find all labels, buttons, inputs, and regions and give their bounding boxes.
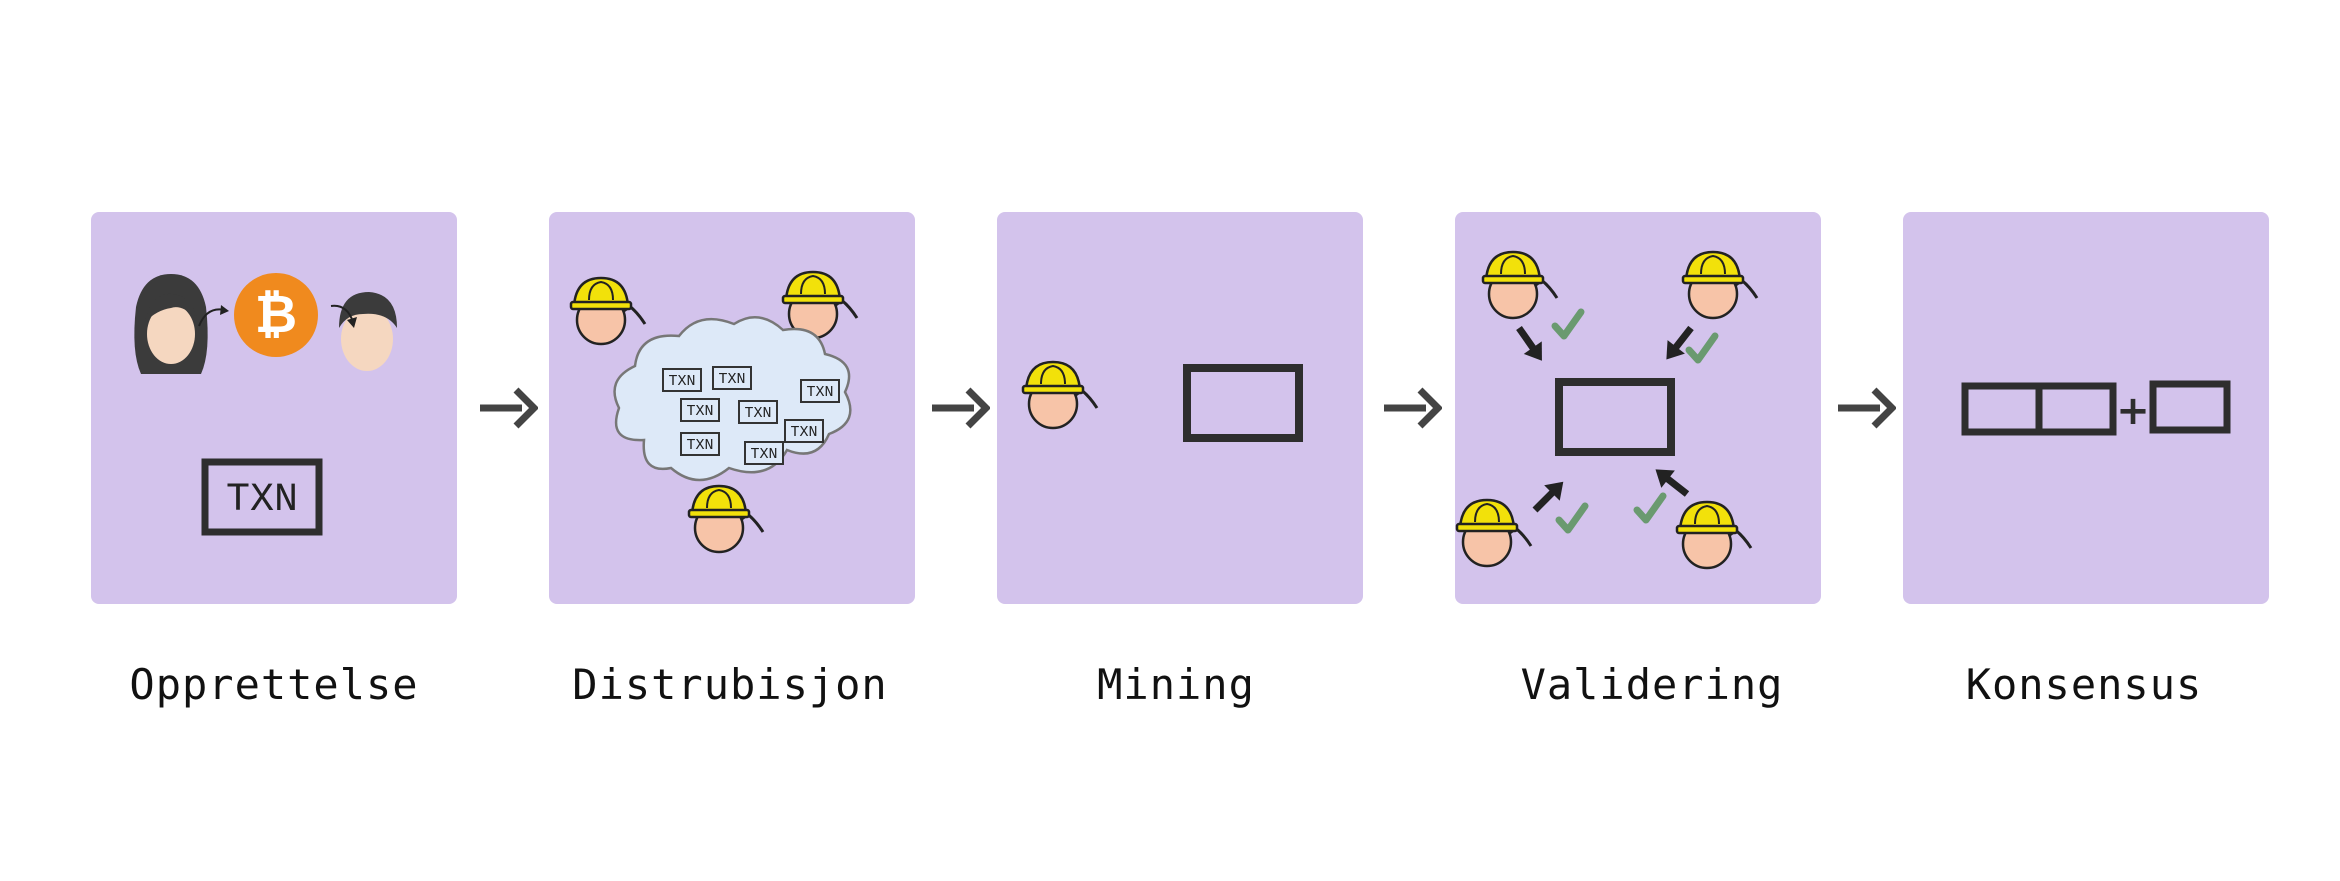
svg-text:TXN: TXN [750, 446, 777, 463]
flow-arrow [1836, 382, 1897, 434]
pointer-arrow [1527, 474, 1571, 518]
transaction-box-icon: TXN [201, 458, 323, 536]
miner-icon [1483, 252, 1557, 318]
block-icon [2149, 380, 2231, 434]
miner-icon [1457, 500, 1531, 566]
flow-arrow [478, 382, 539, 434]
svg-text:TXN: TXN [744, 405, 771, 422]
svg-text:TXN: TXN [806, 384, 833, 401]
checkmark-icon [1689, 336, 1715, 360]
step-label-mining: Mining [1097, 660, 1255, 709]
svg-text:TXN: TXN [790, 424, 817, 441]
step-panel-mining [997, 212, 1363, 604]
step-label-distrubisjon: Distrubisjon [572, 660, 888, 709]
checkmark-icon [1637, 496, 1663, 520]
bitcoin-symbol: ₿ [255, 285, 297, 345]
step-label-validering: Validering [1520, 660, 1784, 709]
pointer-arrow [1649, 461, 1694, 503]
block-icon [1183, 364, 1303, 442]
step-panel-konsensus: + [1903, 212, 2269, 604]
svg-text:TXN: TXN [686, 403, 713, 420]
pointer-arrow [1510, 322, 1551, 367]
miner-icon [1023, 362, 1097, 428]
person-woman-icon [134, 274, 208, 374]
miner-icon [571, 278, 645, 344]
txn-text: TXN [226, 478, 298, 523]
block-icon [1555, 378, 1675, 456]
checkmark-icon [1559, 506, 1585, 530]
step-panel-validering [1455, 212, 1821, 604]
svg-text:TXN: TXN [686, 437, 713, 454]
network-cloud-icon: TXN TXN TXN TXN TXN TXN TXN TXN [613, 316, 852, 482]
step-panel-distrubisjon: TXN TXN TXN TXN TXN TXN TXN TXN [549, 212, 915, 604]
flow-arrow [930, 382, 991, 434]
curved-arrow-icon [198, 304, 357, 328]
step-label-opprettelse: Opprettelse [129, 660, 419, 709]
miner-icon [689, 486, 763, 552]
miner-icon [1683, 252, 1757, 318]
svg-text:TXN: TXN [668, 373, 695, 390]
blockchain-icon [1961, 382, 2117, 436]
plus-icon: + [2116, 388, 2150, 434]
bitcoin-coin-icon: ₿ [234, 273, 318, 357]
svg-text:TXN: TXN [718, 371, 745, 388]
person-man-icon [339, 292, 397, 371]
checkmark-icon [1555, 312, 1581, 336]
miner-icon [1677, 502, 1751, 568]
step-panel-opprettelse: ₿ TXN [91, 212, 457, 604]
flow-arrow [1382, 382, 1443, 434]
step-label-konsensus: Konsensus [1965, 660, 2203, 709]
